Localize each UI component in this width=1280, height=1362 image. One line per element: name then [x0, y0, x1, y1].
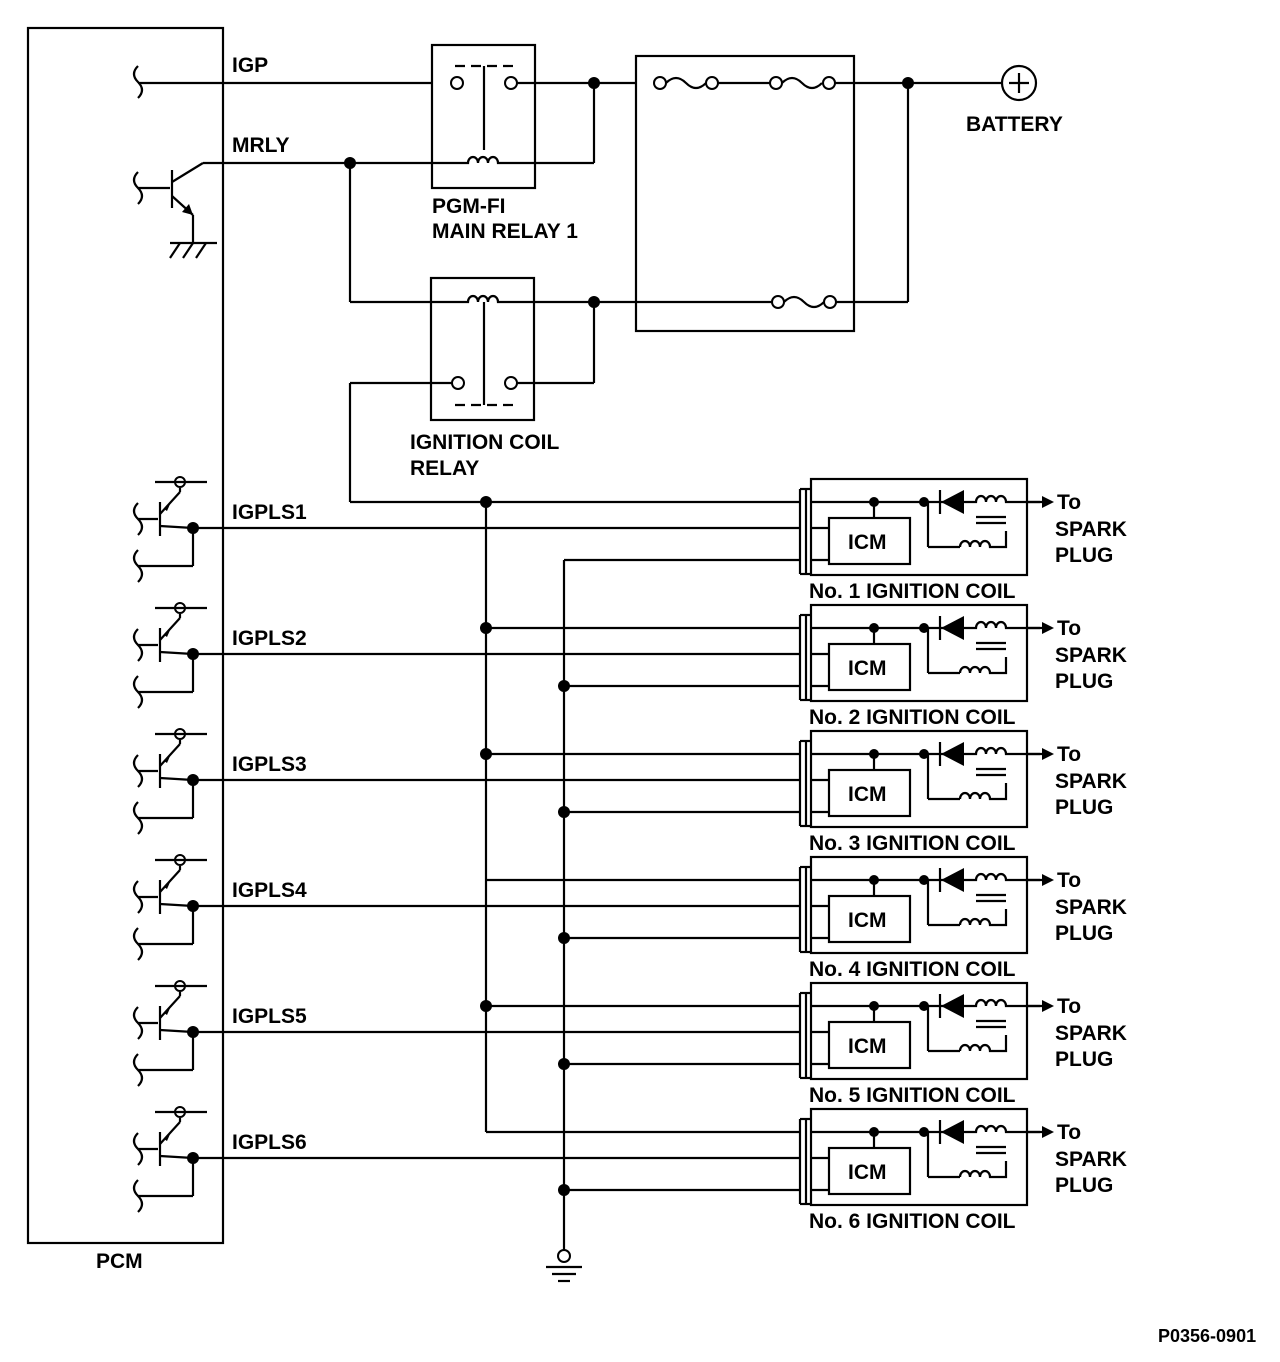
to-spark-plug-line1: To: [1057, 491, 1081, 514]
icm-label-6: ICM: [848, 1161, 887, 1184]
icm-2: [827, 642, 912, 692]
ignition-coil-label-2: No. 2 IGNITION COIL: [809, 706, 1016, 729]
igpls3-driver-transistor: [132, 728, 207, 835]
to-spark-plug-line1: To: [1057, 995, 1081, 1018]
igpls3-label: IGPLS3: [232, 753, 307, 776]
igp-terminal: [132, 65, 455, 99]
battery-label: BATTERY: [966, 113, 1063, 136]
to-spark-plug-line3: PLUG: [1055, 1048, 1113, 1071]
igpls4-label: IGPLS4: [232, 879, 307, 902]
icm-label-4: ICM: [848, 909, 887, 932]
arrow-right-icon: [1042, 748, 1054, 760]
to-spark-plug-line2: SPARK: [1055, 896, 1127, 919]
to-spark-plug-line2: SPARK: [1055, 518, 1127, 541]
to-spark-plug-line1: To: [1057, 1121, 1081, 1144]
igpls1-label: IGPLS1: [232, 501, 307, 524]
ignition-coil-label-4: No. 4 IGNITION COIL: [809, 958, 1016, 981]
igpls6-driver-transistor: [132, 1106, 207, 1213]
icm-label-1: ICM: [848, 531, 887, 554]
ground-icon: [546, 1249, 582, 1283]
ignition-coil-label-5: No. 5 IGNITION COIL: [809, 1084, 1016, 1107]
to-spark-plug-line2: SPARK: [1055, 1148, 1127, 1171]
icm-1: [827, 516, 912, 566]
mrly-driver-transistor: [132, 161, 350, 259]
igpls2-driver-transistor: [132, 602, 207, 709]
pgm-fi-label-line1: PGM-FI: [432, 195, 506, 218]
to-spark-plug-line3: PLUG: [1055, 1174, 1113, 1197]
to-spark-plug-line1: To: [1057, 869, 1081, 892]
icm-label-2: ICM: [848, 657, 887, 680]
igp-label: IGP: [232, 54, 268, 77]
icm-6: [827, 1146, 912, 1196]
igpls1-driver-transistor: [132, 476, 207, 583]
pcm-box: [26, 26, 225, 1245]
pgm-fi-label-line2: MAIN RELAY 1: [432, 220, 578, 243]
igpls5-driver-transistor: [132, 980, 207, 1087]
junction-battery: [902, 77, 914, 89]
ignition-coil-label-1: No. 1 IGNITION COIL: [809, 580, 1016, 603]
ignition-coil-relay: [429, 276, 536, 422]
igpls5-label: IGPLS5: [232, 1005, 307, 1028]
icm-label-3: ICM: [848, 783, 887, 806]
junction-power-1: [480, 496, 492, 508]
to-spark-plug-line3: PLUG: [1055, 922, 1113, 945]
icm-4: [827, 894, 912, 944]
figure-id: P0356-0901: [1158, 1326, 1256, 1346]
mrly-label: MRLY: [232, 134, 290, 157]
junction-coil-relay-feed: [588, 296, 600, 308]
to-spark-plug-line2: SPARK: [1055, 1022, 1127, 1045]
to-spark-plug-line1: To: [1057, 743, 1081, 766]
arrow-right-icon: [1042, 874, 1054, 886]
junction-power-3: [480, 748, 492, 760]
arrow-right-icon: [1042, 1126, 1054, 1138]
ign-relay-label-line1: IGNITION COIL: [410, 431, 560, 454]
ignition-coil-label-6: No. 6 IGNITION COIL: [809, 1210, 1016, 1233]
icm-3: [827, 768, 912, 818]
icm-5: [827, 1020, 912, 1070]
to-spark-plug-line2: SPARK: [1055, 644, 1127, 667]
igpls2-label: IGPLS2: [232, 627, 307, 650]
igpls4-driver-transistor: [132, 854, 207, 961]
to-spark-plug-line3: PLUG: [1055, 544, 1113, 567]
junction-ground-6: [558, 1184, 570, 1196]
ignition-coil-label-3: No. 3 IGNITION COIL: [809, 832, 1016, 855]
to-spark-plug-line3: PLUG: [1055, 670, 1113, 693]
junction-ground-2: [558, 680, 570, 692]
to-spark-plug-line2: SPARK: [1055, 770, 1127, 793]
arrow-right-icon: [1042, 496, 1054, 508]
junction-main-relay-out: [588, 77, 600, 89]
battery-plus-icon: [1000, 64, 1038, 102]
to-spark-plug-line1: To: [1057, 617, 1081, 640]
pgm-fi-main-relay-1: [430, 43, 537, 190]
arrow-right-icon: [1042, 1000, 1054, 1012]
junction-ground-5: [558, 1058, 570, 1070]
junction-power-5: [480, 1000, 492, 1012]
fuse-box: [634, 54, 856, 333]
icm-label-5: ICM: [848, 1035, 887, 1058]
junction-power-2: [480, 622, 492, 634]
pcm-label: PCM: [96, 1250, 143, 1273]
arrow-right-icon: [1042, 622, 1054, 634]
ign-relay-label-line2: RELAY: [410, 457, 479, 480]
junction-ground-3: [558, 806, 570, 818]
junction-ground-4: [558, 932, 570, 944]
igpls6-label: IGPLS6: [232, 1131, 307, 1154]
to-spark-plug-line3: PLUG: [1055, 796, 1113, 819]
